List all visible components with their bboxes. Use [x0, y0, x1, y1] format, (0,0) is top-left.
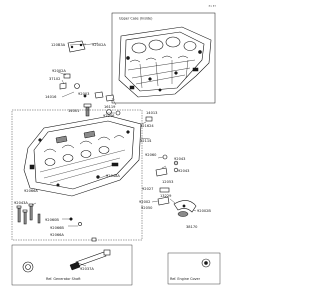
- breather-group: [59, 40, 92, 117]
- part-label: 92002: [139, 200, 150, 204]
- part-label: 14001: [68, 109, 79, 113]
- generator-shaft-inset-title: Ref. Generator Shaft: [46, 277, 81, 281]
- right-side-parts: [145, 116, 197, 217]
- part-label: 32114: [140, 139, 152, 143]
- part-label: 92002B: [197, 209, 211, 213]
- part-label: 92066B: [50, 226, 64, 230]
- part-number-labels: 120B3A 92002A 92002A 37102 92003 14016 1…: [14, 42, 211, 271]
- generator-shaft-inset: Ref. Generator Shaft: [11, 244, 133, 286]
- upper-case-inside-drawing: [118, 26, 212, 98]
- part-label: 92048A: [106, 174, 120, 178]
- part-label: 92002A: [52, 69, 66, 73]
- part-label: 14016: [45, 95, 57, 99]
- part-label: 120B3A: [51, 43, 66, 47]
- upper-case-inset-title: Upper Case (Inside): [119, 17, 153, 21]
- part-label: 92037A: [80, 267, 94, 271]
- upper-case-inset: Upper Case (Inside): [111, 12, 216, 104]
- part-label: 92066A: [24, 189, 38, 193]
- part-label: 38170: [186, 225, 198, 229]
- part-label: 13229: [160, 194, 172, 198]
- engine-cover-inset: Ref. Engine Cover: [167, 252, 221, 285]
- part-label: 92066A: [50, 233, 64, 237]
- bottom-small-parts: [69, 217, 97, 242]
- center-small-parts: [94, 91, 121, 116]
- part-label: 37102: [49, 77, 60, 81]
- engine-cover-inset-title: Ref. Engine Cover: [170, 277, 201, 281]
- part-label: 92043: [174, 157, 185, 161]
- part-label: 92060: [145, 153, 157, 157]
- part-label: 92060B: [45, 218, 59, 222]
- part-label: 92043: [178, 169, 189, 173]
- part-label: 92046: [103, 114, 115, 118]
- part-label: 92050: [141, 206, 153, 210]
- part-label: 92043A: [14, 201, 28, 205]
- part-label: 92002A: [92, 43, 106, 47]
- part-label: 16119: [104, 105, 116, 109]
- part-label: 92003: [78, 92, 89, 96]
- part-label: 321624: [140, 124, 154, 128]
- part-label: 92027: [142, 187, 153, 191]
- lower-left-fasteners: [16, 203, 41, 225]
- exploded-parts-diagram: E1 E7 Upper Case (Inside): [11, 4, 221, 286]
- lower-crankcase: [11, 109, 143, 241]
- part-label: 14013: [146, 111, 157, 115]
- drawing-code: E1 E7: [209, 4, 217, 8]
- part-label: 12053: [162, 180, 173, 184]
